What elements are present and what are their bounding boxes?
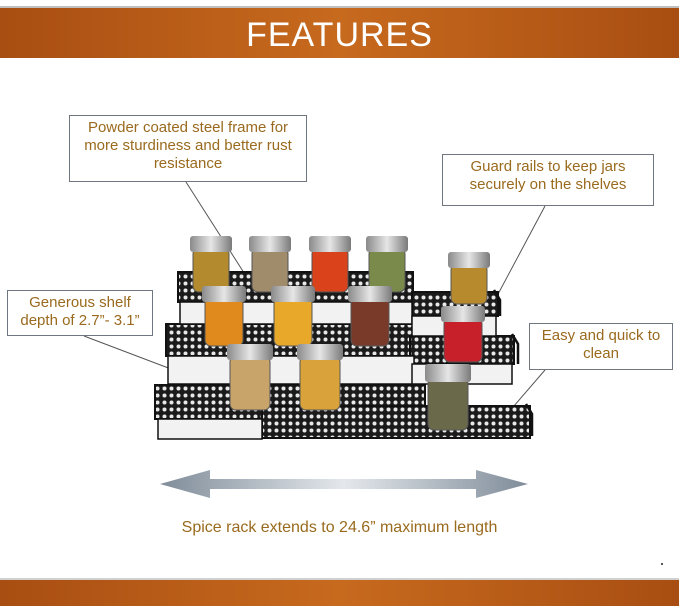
jar <box>202 286 246 347</box>
spice-jars <box>190 236 490 431</box>
callout-steel-frame: Powder coated steel frame for more sturd… <box>69 115 307 182</box>
callout-guard-rails: Guard rails to keep jars securely on the… <box>442 154 654 206</box>
extension-caption: Spice rack extends to 24.6” maximum leng… <box>181 519 498 536</box>
callout-easy-clean: Easy and quick to clean <box>529 323 673 370</box>
jar <box>309 236 351 293</box>
jar <box>249 236 291 293</box>
banner-title: FEATURES <box>246 16 433 54</box>
jar <box>441 306 485 363</box>
callout-shelf-depth: Generous shelf depth of 2.7”- 3.1” <box>7 290 153 336</box>
double-headed-arrow-icon <box>160 470 528 498</box>
top-banner: FEATURES <box>0 6 679 58</box>
jar <box>297 344 343 411</box>
jar <box>227 344 273 411</box>
decorative-dot <box>661 563 663 565</box>
jar <box>425 364 471 431</box>
jar <box>271 286 315 347</box>
jar <box>366 236 408 293</box>
jar <box>190 236 232 293</box>
jar <box>448 252 490 305</box>
jar <box>348 286 392 347</box>
bottom-banner <box>0 578 679 606</box>
